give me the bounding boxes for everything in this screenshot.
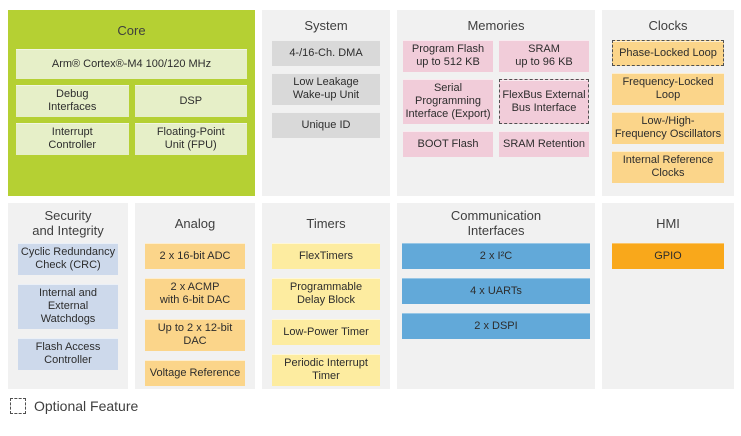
panel-security: Security and Integrity Cyclic Redundancy… (8, 203, 128, 389)
panel-title-security: Security and Integrity (32, 208, 104, 238)
panel-title-clocks: Clocks (648, 17, 688, 33)
optional-feature-swatch (10, 398, 26, 414)
block-boot-flash: BOOT Flash (403, 131, 493, 157)
panel-title-hmi: HMI (656, 215, 680, 231)
block-uarts: 4 x UARTs (402, 278, 590, 304)
communication-items: 2 x I²C 4 x UARTs 2 x DSPI (402, 243, 590, 339)
block-dsp: DSP (134, 85, 247, 117)
memories-items: Program Flash up to 512 KB SRAM up to 96… (403, 40, 589, 157)
block-voltage-reference: Voltage Reference (145, 360, 245, 386)
block-low-leakage-wakeup-unit: Low Leakage Wake-up Unit (272, 73, 380, 105)
security-items: Cyclic Redundancy Check (CRC) Internal a… (18, 243, 118, 370)
optional-feature-label: Optional Feature (34, 398, 139, 414)
block-frequency-locked-loop: Frequency-Locked Loop (612, 73, 724, 105)
clocks-items: Phase-Locked Loop Frequency-Locked Loop … (612, 40, 724, 183)
panel-communication-interfaces: Communication Interfaces 2 x I²C 4 x UAR… (397, 203, 595, 389)
block-internal-reference-clocks: Internal Reference Clocks (612, 151, 724, 183)
panel-memories: Memories Program Flash up to 512 KB SRAM… (397, 10, 595, 196)
block-oscillators: Low-/High- Frequency Oscillators (612, 112, 724, 144)
block-dspi: 2 x DSPI (402, 313, 590, 339)
block-flexbus-external-bus-interface: FlexBus External Bus Interface (499, 79, 589, 124)
panel-core: Core Arm® Cortex®-M4 100/120 MHz Debug I… (8, 10, 255, 196)
panel-title-core: Core (117, 22, 146, 38)
hmi-items: GPIO (612, 243, 724, 269)
system-items: 4-/16-Ch. DMA Low Leakage Wake-up Unit U… (272, 40, 380, 138)
panel-analog: Analog 2 x 16-bit ADC 2 x ACMP with 6-bi… (135, 203, 255, 389)
block-sram: SRAM up to 96 KB (499, 40, 589, 72)
block-interrupt-controller: Interrupt Controller (16, 123, 129, 155)
panel-title-communication-interfaces: Communication Interfaces (450, 208, 542, 238)
panel-timers: Timers FlexTimers Programmable Delay Blo… (262, 203, 390, 389)
block-phase-locked-loop: Phase-Locked Loop (612, 40, 724, 66)
panel-system: System 4-/16-Ch. DMA Low Leakage Wake-up… (262, 10, 390, 196)
block-crc: Cyclic Redundancy Check (CRC) (18, 243, 118, 275)
optional-feature-legend: Optional Feature (10, 398, 741, 414)
block-serial-programming-interface: Serial Programming Interface (Export) (403, 79, 493, 124)
block-flextimers: FlexTimers (272, 243, 380, 269)
timers-items: FlexTimers Programmable Delay Block Low-… (272, 243, 380, 386)
block-adc: 2 x 16-bit ADC (145, 243, 245, 269)
block-dma: 4-/16-Ch. DMA (272, 40, 380, 66)
block-sram-retention: SRAM Retention (499, 131, 589, 157)
block-12bit-dac: Up to 2 x 12-bit DAC (145, 319, 245, 351)
block-program-flash: Program Flash up to 512 KB (403, 40, 493, 72)
block-arm-cortex-m4: Arm® Cortex®-M4 100/120 MHz (16, 49, 247, 79)
panel-title-system: System (304, 17, 348, 33)
panel-title-analog: Analog (174, 215, 216, 231)
block-programmable-delay-block: Programmable Delay Block (272, 278, 380, 310)
block-acmp-dac: 2 x ACMP with 6-bit DAC (145, 278, 245, 310)
analog-items: 2 x 16-bit ADC 2 x ACMP with 6-bit DAC U… (145, 243, 245, 386)
block-flash-access-controller: Flash Access Controller (18, 338, 118, 370)
block-periodic-interrupt-timer: Periodic Interrupt Timer (272, 354, 380, 386)
block-floating-point-unit: Floating-Point Unit (FPU) (134, 123, 247, 155)
panel-hmi: HMI GPIO (602, 203, 734, 389)
panel-clocks: Clocks Phase-Locked Loop Frequency-Locke… (602, 10, 734, 196)
mcu-block-diagram: Core Arm® Cortex®-M4 100/120 MHz Debug I… (8, 10, 741, 389)
core-item-grid: Debug Interfaces DSP Interrupt Controlle… (16, 85, 247, 155)
block-i2c: 2 x I²C (402, 243, 590, 269)
panel-title-timers: Timers (306, 215, 346, 231)
block-watchdogs: Internal and External Watchdogs (18, 284, 118, 329)
block-unique-id: Unique ID (272, 112, 380, 138)
panel-title-memories: Memories (467, 17, 525, 33)
block-gpio: GPIO (612, 243, 724, 269)
block-debug-interfaces: Debug Interfaces (16, 85, 129, 117)
block-low-power-timer: Low-Power Timer (272, 319, 380, 345)
